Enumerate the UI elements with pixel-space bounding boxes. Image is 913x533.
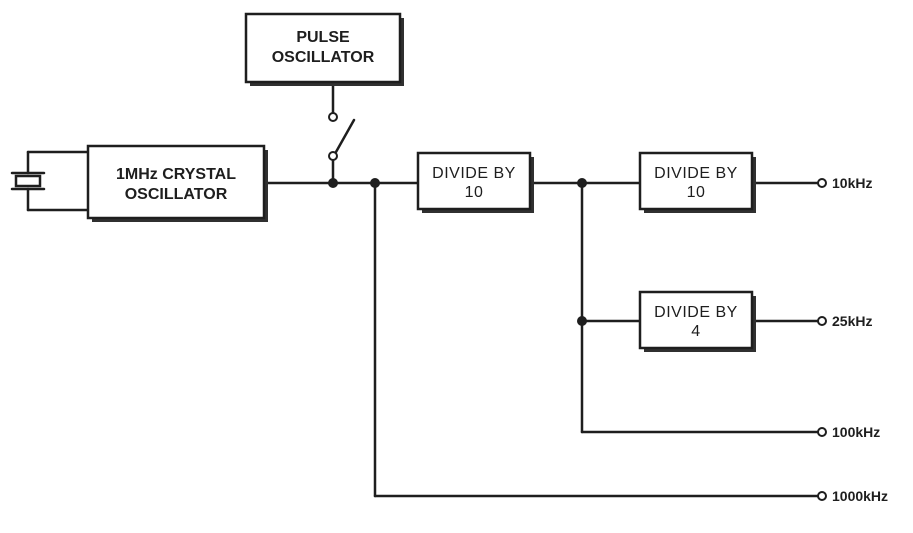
crystal-oscillator-label-1: 1MHz CRYSTAL (116, 166, 236, 183)
divider-25khz-label-2: 4 (691, 323, 700, 340)
divider-10khz-label-2: 10 (687, 184, 706, 201)
output-terminal-icon (817, 316, 827, 326)
divider-main-label-2: 10 (465, 184, 484, 201)
output-10khz-label: 10kHz (832, 175, 872, 191)
junction-dot (328, 178, 338, 188)
crystal-oscillator-label-2: OSCILLATOR (125, 186, 228, 203)
pulse-oscillator-label-2: OSCILLATOR (272, 49, 375, 66)
junction-dot (577, 316, 587, 326)
output-100khz[interactable]: 100kHz (817, 424, 880, 440)
junction-dot (577, 178, 587, 188)
crystal-oscillator-block: 1MHz CRYSTAL OSCILLATOR (86, 144, 268, 222)
divider-25khz-label-1: DIVIDE BY (654, 304, 738, 321)
divider-main-label-1: DIVIDE BY (432, 165, 516, 182)
output-25khz[interactable]: 25kHz (817, 313, 872, 329)
output-1000khz-label: 1000kHz (832, 488, 888, 504)
divider-25khz-block: DIVIDE BY 4 (638, 290, 756, 352)
selector-switch-icon[interactable] (328, 112, 356, 161)
pulse-oscillator-label-1: PULSE (296, 29, 350, 46)
divider-main-block: DIVIDE BY 10 (416, 151, 534, 213)
output-25khz-label: 25kHz (832, 313, 872, 329)
wiring (263, 83, 820, 498)
output-1000khz[interactable]: 1000kHz (817, 488, 888, 504)
output-10khz[interactable]: 10kHz (817, 175, 872, 191)
divider-10khz-block: DIVIDE BY 10 (638, 151, 756, 213)
pulse-oscillator-block: PULSE OSCILLATOR (244, 12, 404, 86)
output-100khz-label: 100kHz (832, 424, 880, 440)
divider-10khz-label-1: DIVIDE BY (654, 165, 738, 182)
junction-dot (370, 178, 380, 188)
output-terminal-icon (817, 491, 827, 501)
output-terminal-icon (817, 178, 827, 188)
crystal-icon (10, 150, 92, 212)
output-terminal-icon (817, 427, 827, 437)
